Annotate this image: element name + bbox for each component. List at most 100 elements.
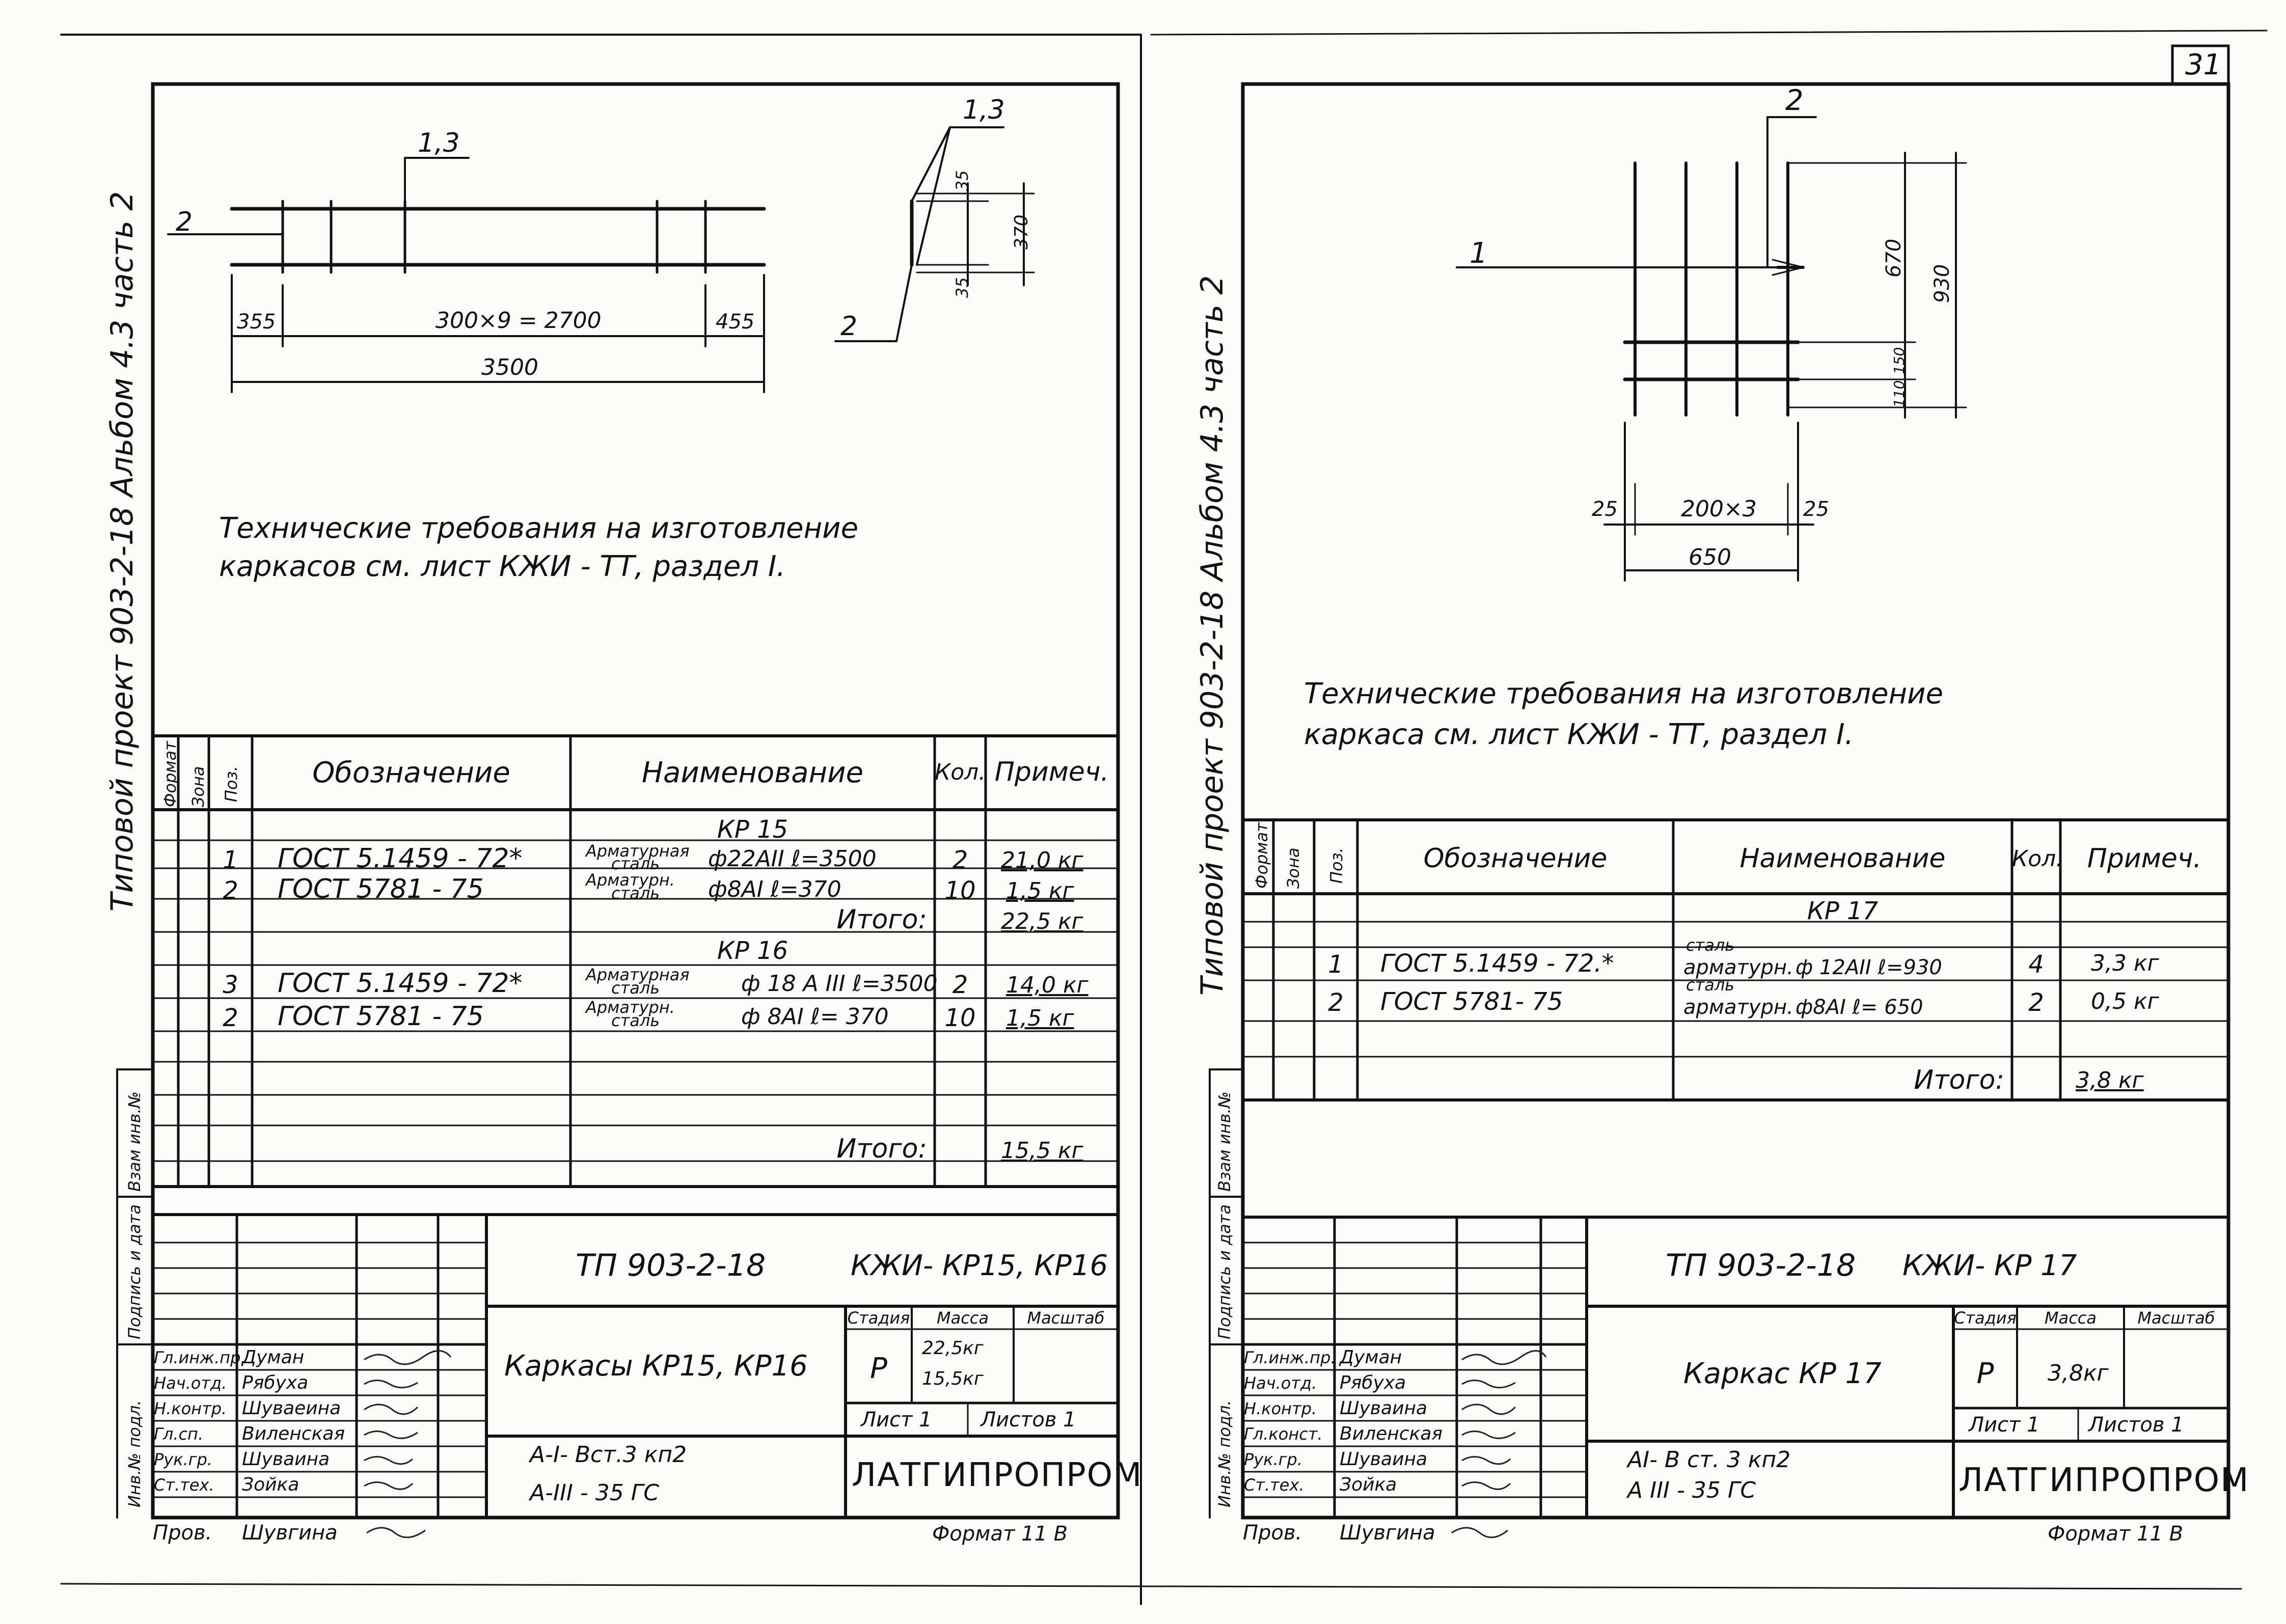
row-name-bottom: сталь (611, 1011, 660, 1030)
right-pos-top-label: 2 (1785, 84, 1804, 117)
right-dim-right: 25 (1803, 498, 1829, 521)
left-name-2: Шуваеина (242, 1398, 341, 1419)
left-dim-middle: 300×9 = 2700 (436, 308, 602, 334)
left-organization: ЛАТГИПРОПРОМ (852, 1456, 1143, 1494)
row-name-bottom: сталь (611, 978, 660, 998)
left-pos-top-label: 1,3 (418, 128, 460, 158)
right-name-2: Шуваина (1340, 1398, 1428, 1419)
row-name-spec: ф 12АII ℓ=930 (1795, 956, 1942, 979)
left-scale-label: Масштаб (1027, 1308, 1105, 1328)
row-pos: 1 (223, 846, 238, 874)
row-designation: ГОСТ 5781- 75 (1380, 987, 1563, 1016)
row-qty: 2 (952, 846, 968, 874)
row-name-top: Арматурная (586, 841, 690, 861)
left-section-dim-mid: 370 (1011, 214, 1032, 250)
right-head-format: Формат (1252, 822, 1271, 889)
right-head-designation: Обозначение (1423, 843, 1608, 874)
right-format-label: Формат 11 В (2048, 1522, 2184, 1546)
row-name-top: сталь (1686, 975, 1735, 995)
row-name-bottom: сталь (611, 854, 660, 873)
row-name-spec: ф8АI ℓ=370 (708, 876, 841, 902)
left-stamp-title: Каркасы КР15, КР16 (504, 1350, 808, 1383)
left-mass2: 15,5кг (922, 1368, 984, 1389)
left-mass1: 22,5кг (922, 1338, 984, 1359)
right-group1-total: 3,8 кг (2076, 1067, 2144, 1093)
left-stage-label: Стадия (847, 1308, 910, 1328)
right-name-4: Шуваина (1340, 1449, 1428, 1470)
left-notes-line1: Технические требования на изготовление (219, 512, 859, 545)
left-role-3: Гл.сп. (154, 1424, 204, 1444)
left-name-0: Думан (242, 1347, 305, 1368)
right-notes-line1: Технические требования на изготовление (1304, 677, 1944, 710)
row-note: 3,3 кг (2091, 950, 2159, 976)
right-name-3: Виленская (1340, 1423, 1443, 1444)
row-designation: ГОСТ 5.1459 - 72.* (1380, 949, 1614, 978)
row-qty: 2 (2028, 988, 2044, 1017)
right-notes-line2: каркаса см. лист КЖИ - ТТ, раздел I. (1304, 718, 1854, 751)
left-group2-total-label: Итого: (836, 1134, 927, 1164)
right-stage-label: Стадия (1954, 1308, 2017, 1328)
left-sheet-label: Лист 1 (861, 1408, 932, 1432)
left-dim-left: 355 (237, 310, 276, 334)
row-name-spec: ф 18 А III ℓ=3500 (741, 971, 938, 997)
right-stamp-title: Каркас КР 17 (1683, 1357, 1882, 1390)
right-role-0: Гл.инж.пр. (1244, 1348, 1336, 1367)
right-dim-930: 930 (1930, 264, 1954, 303)
right-dim-left: 25 (1592, 498, 1618, 521)
right-dim-150: 150 (1891, 347, 1908, 374)
row-pos: 2 (223, 876, 238, 905)
left-dim-right: 455 (716, 310, 755, 334)
right-margin-replaces-label: Взам инв.№ (1215, 1091, 1234, 1192)
left-format-label: Формат 11 В (932, 1522, 1068, 1546)
right-dim-670: 670 (1882, 238, 1906, 278)
left-section-pos-top: 1,3 (963, 95, 1005, 125)
left-role-0: Гл.инж.пр. (154, 1348, 246, 1367)
row-name-top: Арматурная (586, 965, 690, 984)
right-role-3: Гл.конст. (1244, 1424, 1323, 1444)
row-note: 14,0 кг (1006, 972, 1088, 998)
row-designation: ГОСТ 5781 - 75 (278, 874, 484, 904)
row-qty: 2 (952, 971, 968, 999)
right-checked-name: Шувгина (1340, 1521, 1435, 1545)
right-materials-line1: АI- В ст. 3 кп2 (1627, 1447, 1791, 1473)
right-sheet-label: Лист 1 (1969, 1413, 2040, 1437)
right-group1-total-label: Итого: (1914, 1065, 2004, 1095)
row-pos: 3 (223, 971, 238, 999)
left-group1-total-label: Итого: (836, 904, 927, 935)
row-designation: ГОСТ 5.1459 - 72* (278, 968, 523, 999)
right-name-1: Рябуха (1340, 1372, 1406, 1393)
row-qty: 4 (2028, 950, 2044, 979)
page-number: 31 (2185, 48, 2222, 81)
left-name-5: Зойка (242, 1474, 300, 1495)
right-dim-110: 110 (1891, 380, 1908, 407)
left-spine-title: Типовой проект 903-2-18 Альбом 4.3 часть… (104, 191, 140, 912)
right-materials-line2: А III - 35 ГС (1627, 1477, 1756, 1503)
right-role-4: Рук.гр. (1244, 1450, 1303, 1469)
right-head-note: Примеч. (2087, 843, 2202, 874)
right-mass1: 3,8кг (2048, 1360, 2109, 1386)
right-group1-title: КР 17 (1807, 897, 1879, 925)
row-note: 21,0 кг (1001, 847, 1083, 873)
left-head-qty: Кол. (935, 759, 986, 785)
right-role-2: Н.контр. (1244, 1399, 1317, 1418)
left-role-1: Нач.отд. (154, 1373, 227, 1393)
left-stage: Р (870, 1352, 887, 1385)
right-name-5: Зойка (1340, 1474, 1397, 1495)
left-materials-line2: А-III - 35 ГС (530, 1480, 659, 1506)
right-stage: Р (1976, 1357, 1994, 1390)
left-margin-replaces-label: Взам инв.№ (125, 1091, 144, 1192)
right-scale-label: Масштаб (2137, 1308, 2215, 1328)
right-role-1: Нач.отд. (1244, 1373, 1317, 1393)
row-note: 1,5 кг (1006, 878, 1074, 904)
left-name-3: Виленская (242, 1423, 345, 1444)
left-role-2: Н.контр. (154, 1399, 227, 1418)
left-name-1: Рябуха (242, 1372, 309, 1393)
right-spine-title: Типовой проект 903-2-18 Альбом 4.3 часть… (1194, 275, 1230, 996)
left-role-5: Ст.тех. (154, 1475, 214, 1495)
left-notes-line2: каркасов см. лист КЖИ - ТТ, раздел I. (219, 550, 786, 583)
right-head-zone: Зона (1284, 847, 1303, 889)
left-section-dim-bottom: 35 (953, 277, 972, 298)
row-note: 0,5 кг (2091, 988, 2159, 1014)
right-head-name: Наименование (1739, 843, 1946, 874)
